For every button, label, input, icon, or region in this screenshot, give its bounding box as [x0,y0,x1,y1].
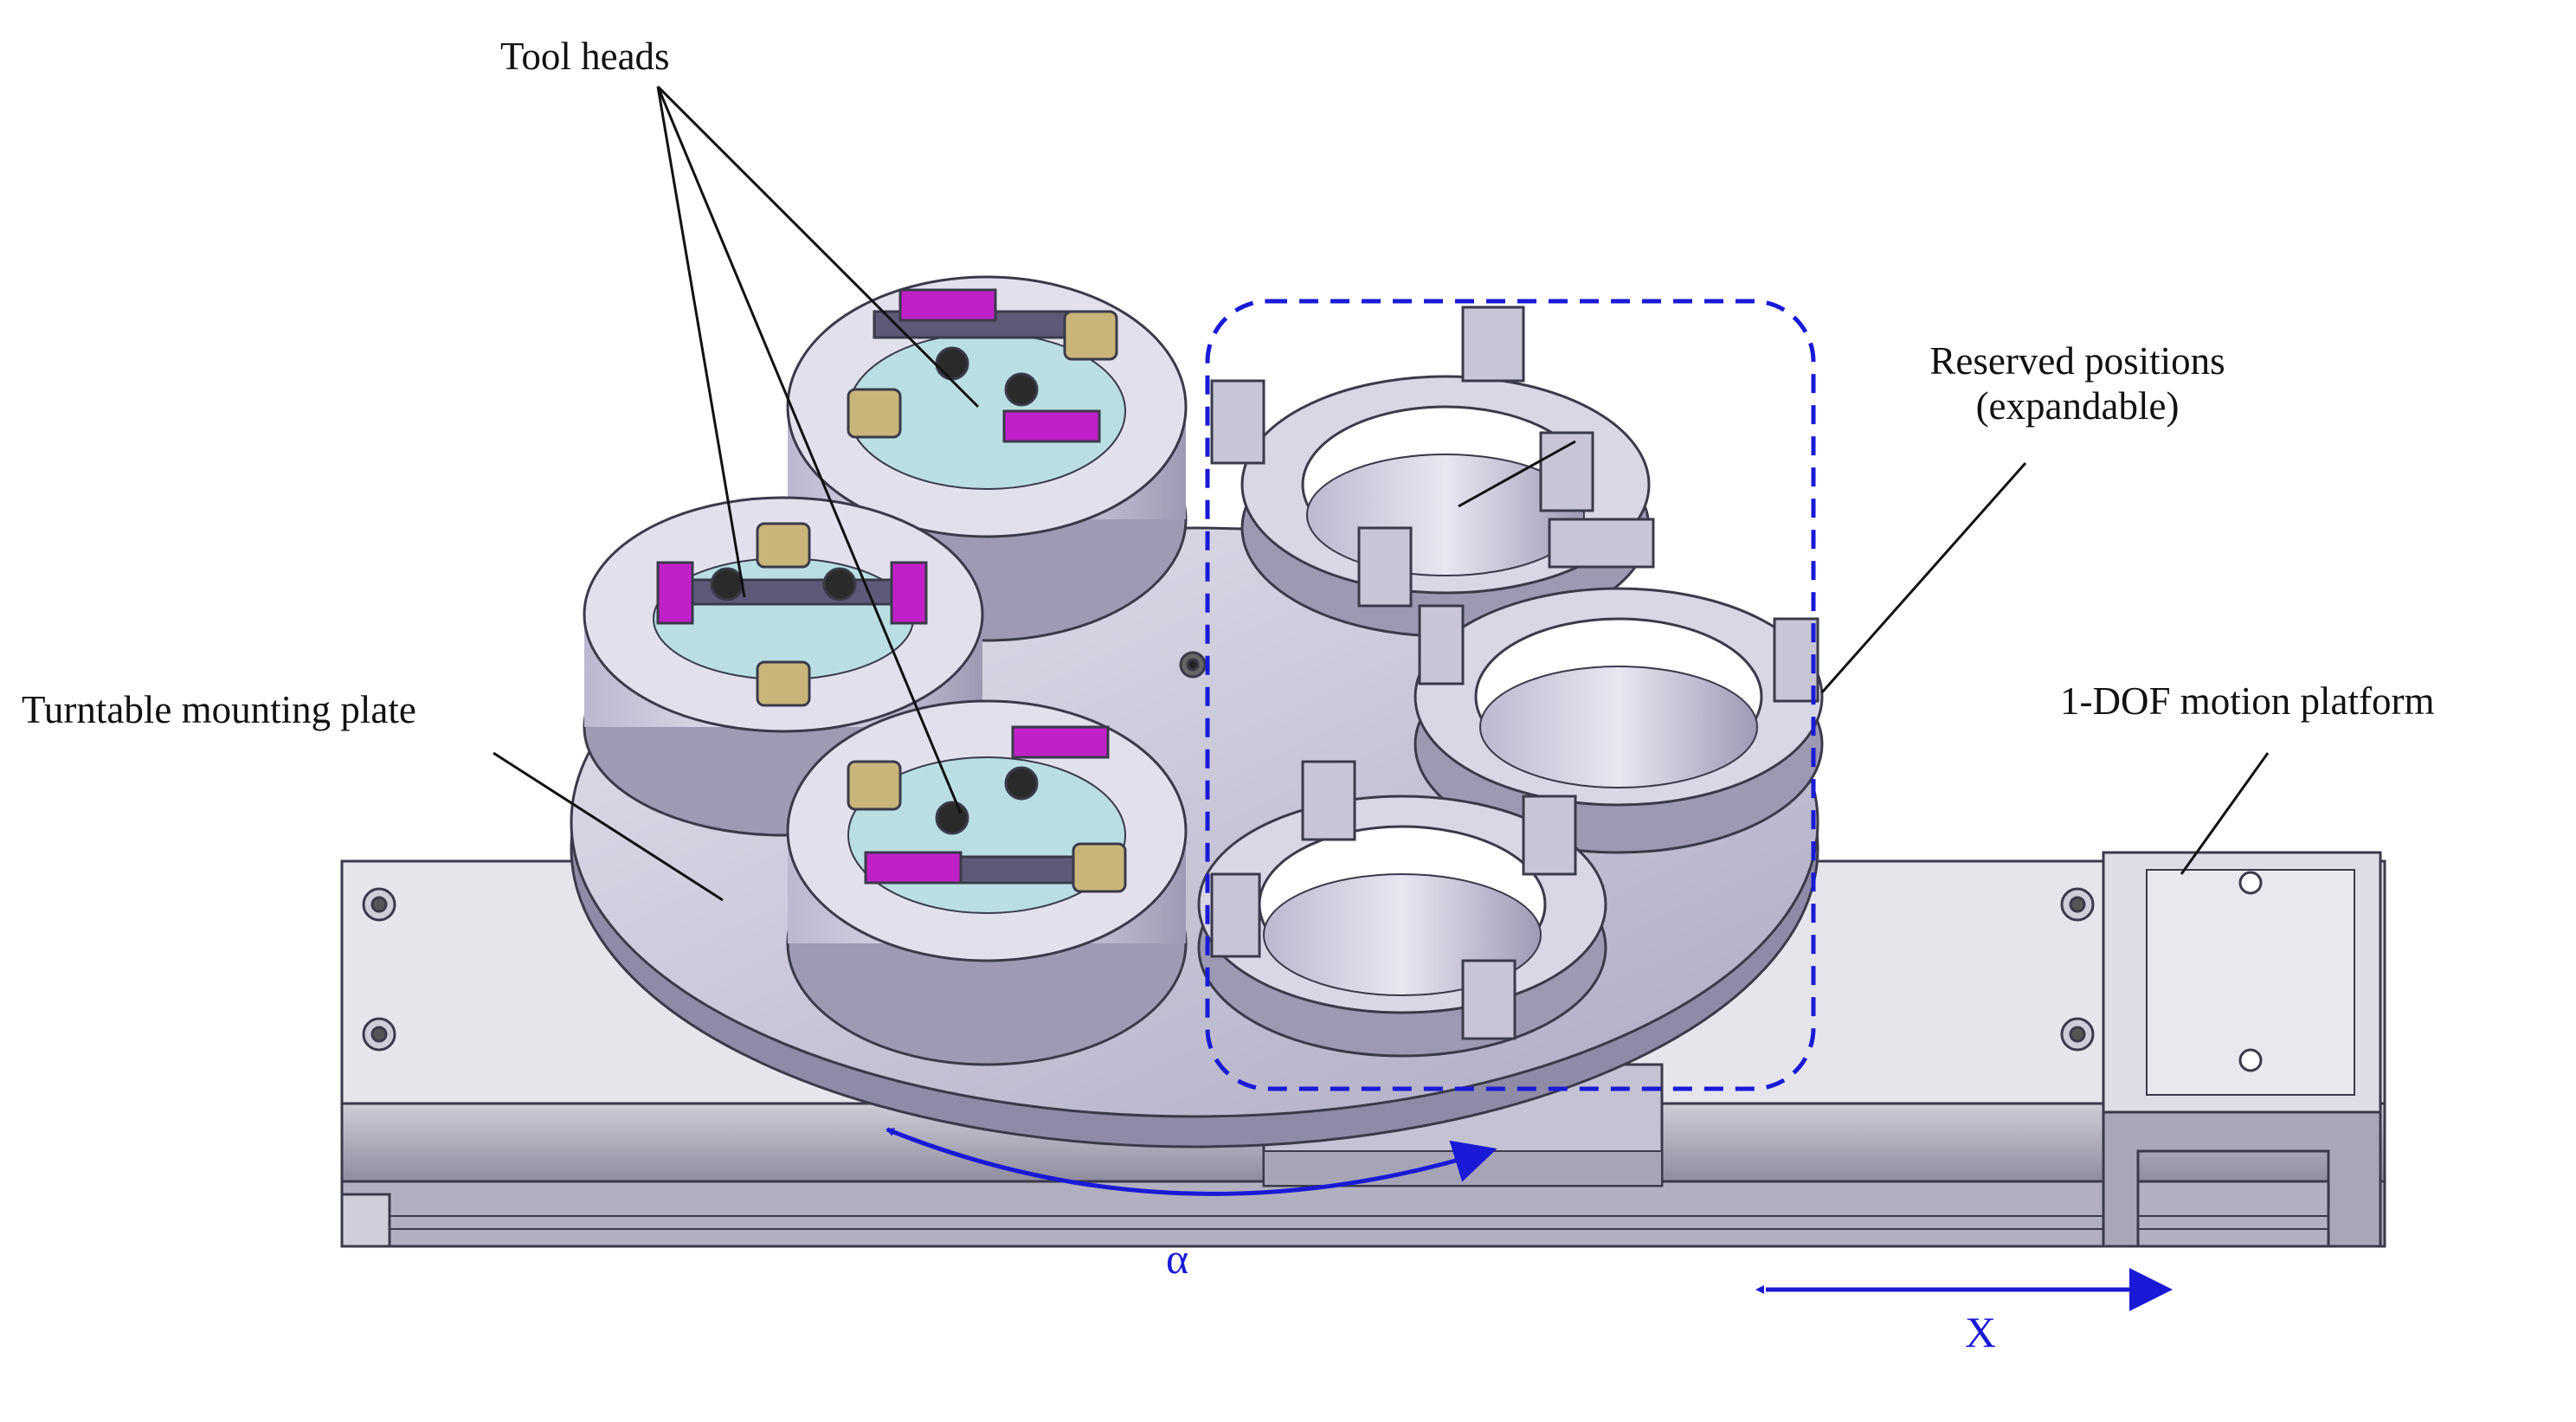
leader-reserved-inner [1458,440,1576,508]
reserved-positions-label: Reserved positions (expandable) [1878,339,2277,429]
alpha-symbol: α [1166,1234,1189,1283]
reserved-holders [1197,306,1824,1058]
turntable-mounting-plate-label: Turntable mounting plate [22,688,416,731]
motor-housing [2102,1110,2382,1248]
leader-motion-platform [2180,752,2270,875]
reserved-holder-top [1210,306,1651,638]
reserved-positions-line1: Reserved positions [1929,339,2225,383]
rail-end-stop-left [340,1193,391,1248]
leader-lines [493,85,2270,902]
x-axis-symbol: X [1965,1308,1997,1356]
alpha-rotation-arrow [886,1127,1497,1196]
reserved-holder-bottom [1197,760,1607,1058]
tool-heads-label: Tool heads [500,35,670,78]
reserved-dashed-box [1205,299,1816,1091]
reserved-positions-line2: (expandable) [1975,383,2180,428]
motion-platform-label: 1-DOF motion platform [2060,679,2435,723]
leader-tool-top [656,85,980,409]
tool-heads [583,275,1188,1066]
rail-channel [340,1180,2386,1248]
leader-turntable [493,751,724,902]
leader-tool-middle [656,86,746,598]
leader-tool-bottom [656,86,963,814]
leader-reserved [1820,462,2027,693]
reserved-holder-right [1414,518,1824,854]
tool-head-bottom [786,699,1188,1066]
